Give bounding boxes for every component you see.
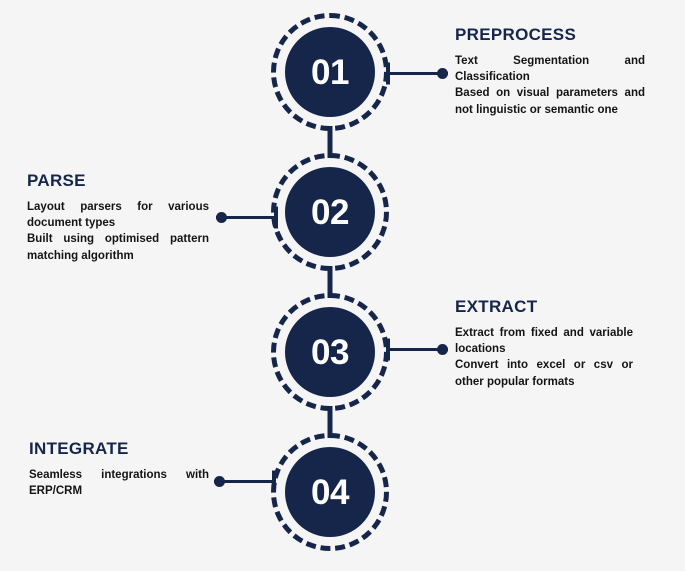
step-text-block-03: EXTRACT Extract from fixed and variable … (455, 297, 633, 390)
vertical-link-03-04 (327, 406, 333, 438)
step-description-line: Seamless integrations with ERP/CRM (29, 468, 209, 498)
step-description-line: Layout parsers for various document type… (27, 200, 209, 230)
connector-line (214, 479, 276, 483)
step-number: 04 (311, 472, 349, 512)
step-description-line: Built using optimised pattern matching a… (27, 233, 209, 262)
connector-line (386, 347, 448, 351)
connector-line (386, 71, 448, 75)
connector-step-01 (386, 62, 448, 84)
step-number: 02 (311, 192, 349, 232)
dashed-ring-icon (271, 433, 389, 551)
connector-step-02 (216, 206, 278, 228)
step-text-block-01: PREPROCESS Text Segmentation and Classif… (455, 25, 645, 118)
connector-step-03 (386, 338, 448, 360)
connector-dot-icon (437, 67, 448, 79)
step-description-line: Extract from fixed and variable location… (455, 326, 633, 356)
step-node-02[interactable]: 02 (271, 153, 389, 271)
step-node-01[interactable]: 01 (271, 13, 389, 131)
step-disc: 01 (281, 23, 379, 121)
step-heading: PREPROCESS (455, 25, 577, 44)
step-text-block-04: INTEGRATE Seamless integrations with ERP… (29, 439, 209, 499)
step-number: 01 (311, 52, 349, 92)
connector-step-04 (214, 470, 276, 492)
step-heading: PARSE (27, 171, 86, 190)
step-node-03[interactable]: 03 (271, 293, 389, 411)
connector-line (216, 215, 278, 219)
step-heading: EXTRACT (455, 297, 538, 316)
step-description-line: Convert into excel or csv or other popul… (455, 359, 633, 388)
connector-dot-icon (214, 475, 225, 487)
dashed-ring-icon (271, 153, 389, 271)
step-disc: 03 (281, 303, 379, 401)
step-text-block-02: PARSE Layout parsers for various documen… (27, 171, 209, 264)
step-heading: INTEGRATE (29, 439, 129, 458)
connector-dot-icon (437, 343, 448, 355)
step-disc: 02 (281, 163, 379, 261)
step-node-04[interactable]: 04 (271, 433, 389, 551)
connector-dot-icon (216, 211, 227, 223)
step-disc: 04 (281, 443, 379, 541)
step-number: 03 (311, 332, 349, 372)
vertical-link-02-03 (327, 266, 333, 298)
vertical-link-01-02 (327, 126, 333, 158)
step-description-line: Based on visual parameters and not lingu… (455, 87, 645, 116)
step-description-line: Text Segmentation and Classification (455, 54, 645, 84)
